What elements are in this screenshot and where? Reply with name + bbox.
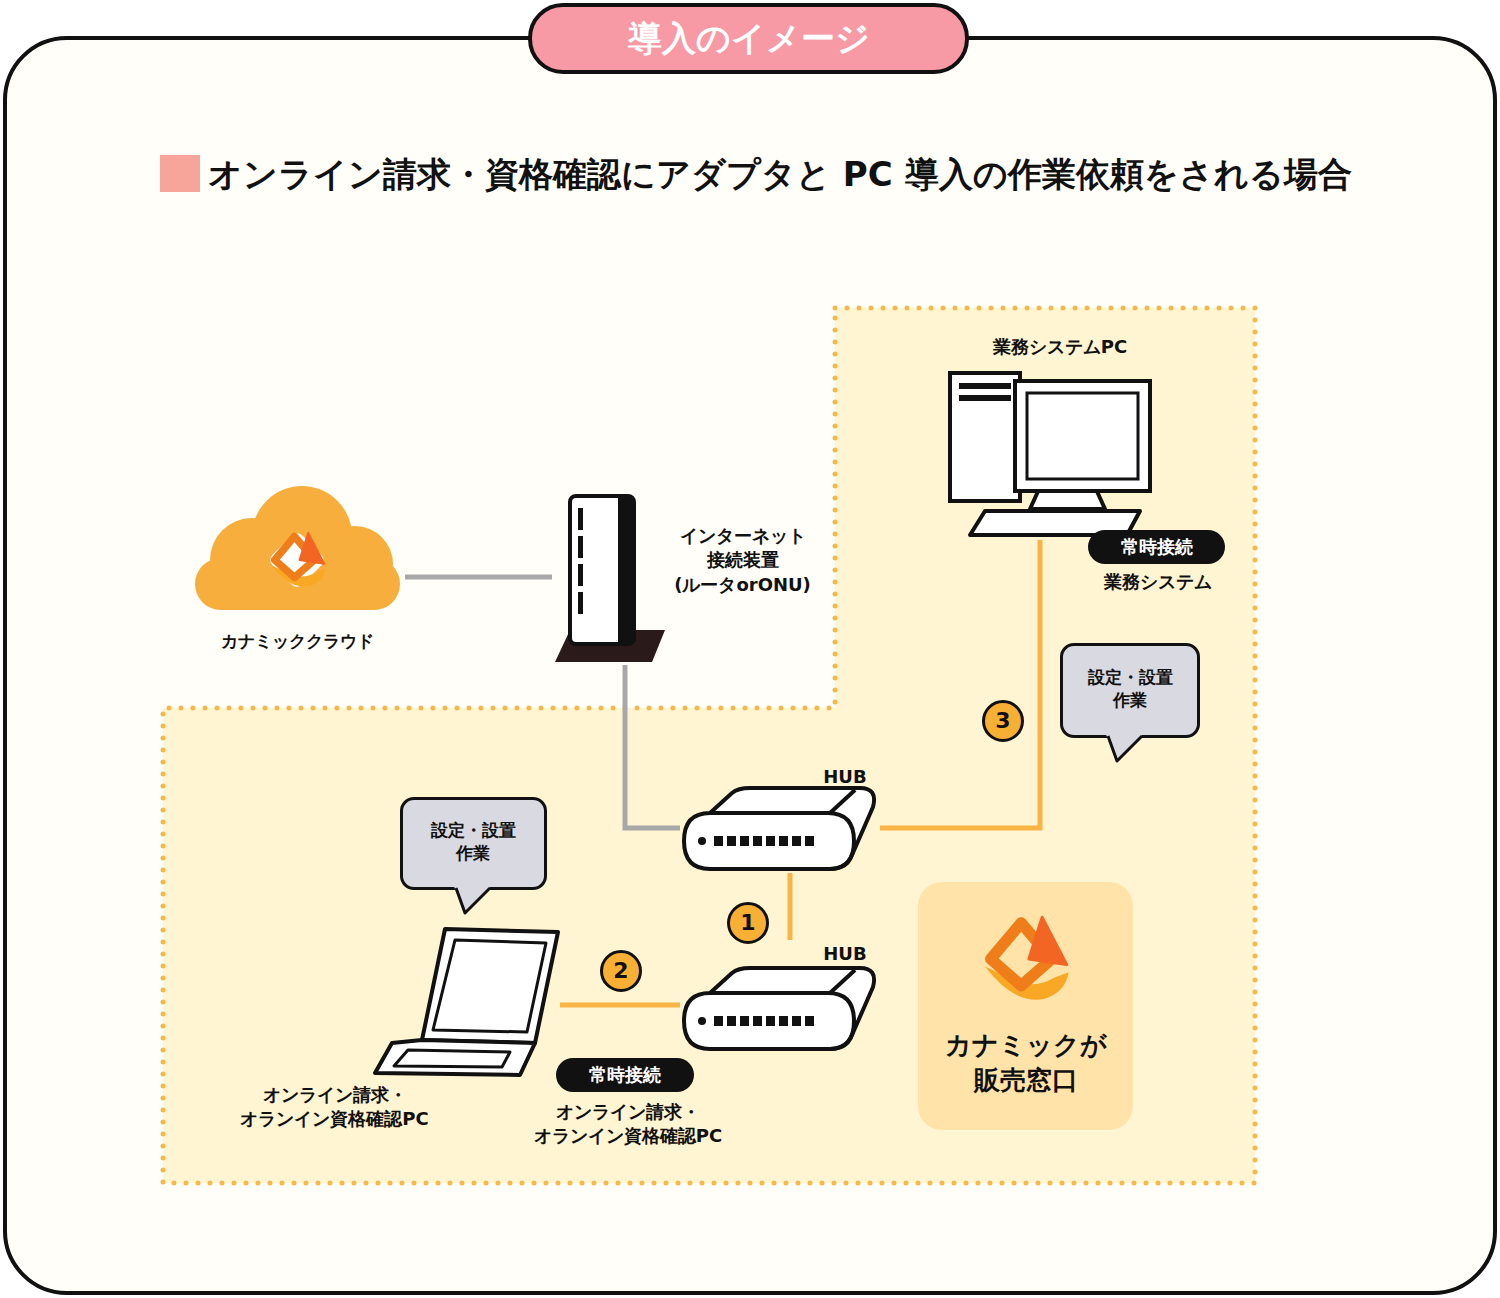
node-text: オンライン請求・ オランイン資格確認PC bbox=[227, 1083, 442, 1132]
illustration-part bbox=[698, 837, 706, 845]
illustration-part bbox=[805, 1016, 814, 1026]
illustration-part bbox=[578, 508, 583, 530]
illustration-part bbox=[714, 836, 723, 846]
illustration-part bbox=[267, 530, 327, 590]
illustration-part bbox=[375, 1040, 535, 1075]
callout-number: 2 bbox=[600, 950, 642, 992]
illustration-part bbox=[959, 383, 1011, 389]
illustration-part bbox=[753, 836, 762, 846]
illustration bbox=[1105, 732, 1149, 764]
illustration-part bbox=[959, 395, 1011, 401]
laptop-node: オンライン請求・ オランイン資格確認PC bbox=[215, 925, 560, 1140]
illustration-part bbox=[950, 373, 1020, 501]
illustration-part bbox=[792, 836, 801, 846]
illustration-part bbox=[299, 533, 324, 564]
router-node: インターネット 接続装置 (ルータorONU) bbox=[552, 490, 827, 665]
illustration-part bbox=[1015, 381, 1150, 491]
hub-node: HUB bbox=[680, 765, 880, 873]
illustration-part bbox=[766, 836, 775, 846]
illustration-part bbox=[433, 940, 546, 1032]
illustration-part bbox=[456, 888, 490, 913]
illustration-part bbox=[684, 788, 874, 869]
illustration-part bbox=[698, 1017, 706, 1025]
illustration bbox=[453, 884, 497, 916]
illustration bbox=[552, 490, 667, 666]
badge-pill: 常時接続 bbox=[556, 1058, 694, 1092]
illustration-part bbox=[740, 1016, 749, 1026]
heading-marker bbox=[160, 155, 200, 192]
illustration-part bbox=[1029, 917, 1067, 965]
cloud-node: カナミッククラウド bbox=[190, 480, 405, 665]
illustration bbox=[680, 785, 880, 873]
illustration-part bbox=[578, 592, 583, 614]
illustration bbox=[370, 925, 560, 1080]
connector-line bbox=[625, 665, 680, 828]
node-text: オンライン請求・ オランイン資格確認PC bbox=[522, 1100, 734, 1149]
callout-number: 1 bbox=[727, 902, 769, 944]
illustration-part bbox=[779, 1016, 788, 1026]
node-text: HUB bbox=[810, 765, 880, 789]
speech-bubble: 設定・設置 作業 bbox=[1060, 643, 1200, 738]
illustration-part bbox=[714, 1016, 723, 1026]
sub-heading: オンライン請求・資格確認にアダプタと PC 導入の作業依頼をされる場合 bbox=[208, 153, 1352, 195]
outer-frame bbox=[5, 38, 1495, 1293]
illustration-part bbox=[792, 1016, 801, 1026]
speech-bubble: 設定・設置 作業 bbox=[400, 797, 547, 890]
status-badge: 常時接続業務システム bbox=[1085, 528, 1230, 603]
illustration-part bbox=[727, 1016, 736, 1026]
illustration-part bbox=[727, 836, 736, 846]
illustration-part bbox=[422, 929, 558, 1043]
business-pc-node: 業務システムPC bbox=[945, 335, 1155, 540]
illustration-part bbox=[1105, 732, 1145, 761]
node-text: 業務システムPC bbox=[945, 335, 1175, 359]
callout-number: 3 bbox=[982, 700, 1024, 742]
node-text: カナミックが 販売窓口 bbox=[938, 1028, 1113, 1098]
illustration-part bbox=[985, 917, 1069, 999]
illustration-part bbox=[453, 884, 493, 913]
illustration-part bbox=[753, 1016, 762, 1026]
illustration bbox=[190, 480, 405, 620]
node-text: インターネット 接続装置 (ルータorONU) bbox=[660, 524, 825, 597]
illustration-part bbox=[805, 836, 814, 846]
connector-line bbox=[880, 540, 1040, 828]
hub-node: HUB bbox=[680, 940, 880, 1052]
illustration-part bbox=[394, 1050, 510, 1067]
illustration-part bbox=[779, 836, 788, 846]
illustration-part bbox=[684, 968, 874, 1049]
sales-box: カナミックが 販売窓口 bbox=[918, 882, 1133, 1130]
illustration-part bbox=[1027, 393, 1138, 479]
title-pill bbox=[530, 5, 967, 72]
illustration-part bbox=[830, 790, 855, 813]
illustration bbox=[680, 965, 880, 1053]
node-text: HUB bbox=[810, 942, 880, 966]
title-text: 導入のイメージ bbox=[530, 5, 967, 72]
node-text: カナミッククラウド bbox=[190, 630, 405, 653]
connector-line bbox=[405, 575, 552, 580]
illustration-part bbox=[578, 564, 583, 586]
illustration-part bbox=[740, 836, 749, 846]
illustration-part bbox=[766, 1016, 775, 1026]
status-badge: 常時接続オンライン請求・ オランイン資格確認PC bbox=[515, 1055, 740, 1155]
illustration-part bbox=[618, 498, 632, 642]
illustration-part bbox=[267, 530, 327, 590]
illustration bbox=[945, 369, 1155, 539]
connector-line bbox=[788, 873, 793, 940]
node-text: 業務システム bbox=[1085, 570, 1230, 594]
badge-pill: 常時接続 bbox=[1088, 530, 1225, 564]
illustration-part bbox=[1108, 736, 1142, 761]
connector-line bbox=[560, 1003, 680, 1008]
node-text: 設定・設置 作業 bbox=[1080, 666, 1180, 712]
node-text: 設定・設置 作業 bbox=[423, 819, 523, 865]
illustration-part bbox=[710, 993, 854, 1049]
illustration-part bbox=[578, 536, 583, 558]
install-region bbox=[163, 308, 1255, 1183]
illustration-part bbox=[195, 486, 400, 610]
illustration-part bbox=[570, 496, 634, 644]
illustration bbox=[970, 904, 1080, 1014]
illustration-part bbox=[830, 970, 855, 993]
illustration-part bbox=[710, 813, 854, 869]
